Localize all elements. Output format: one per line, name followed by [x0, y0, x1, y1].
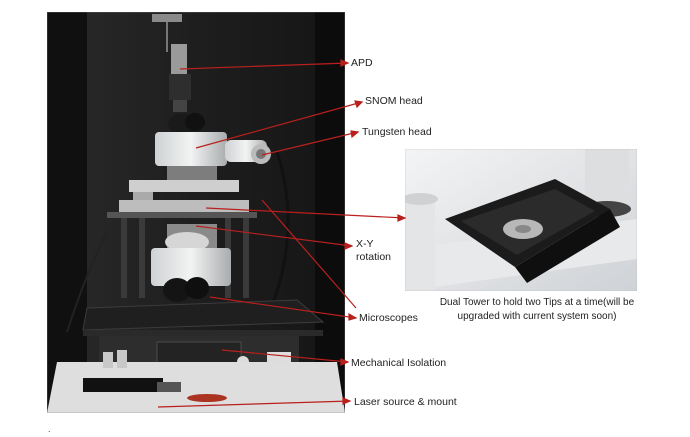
label-apd: APD — [351, 57, 373, 69]
caption-line-2: upgraded with current system soon) — [457, 311, 617, 322]
dual-tower-photo — [405, 149, 637, 291]
dual-tower-caption: Dual Tower to hold two Tips at a time(wi… — [408, 296, 666, 324]
caption-line-1: Dual Tower to hold two Tips at a time(wi… — [439, 297, 635, 308]
label-xy-rotation-line2: rotation — [356, 251, 392, 263]
footer-mark: . — [48, 424, 51, 434]
label-snom-head: SNOM head — [365, 95, 423, 107]
instrument-photo — [47, 12, 345, 413]
label-microscopes: Microscopes — [359, 312, 418, 324]
label-laser-source: Laser source & mount — [354, 396, 457, 408]
label-mechanical-isolation: Mechanical Isolation — [351, 357, 447, 369]
label-xy-rotation: X-Y rotation — [356, 238, 391, 264]
label-xy-rotation-line1: X-Y — [356, 238, 374, 250]
label-tungsten-head: Tungsten head — [362, 126, 432, 138]
